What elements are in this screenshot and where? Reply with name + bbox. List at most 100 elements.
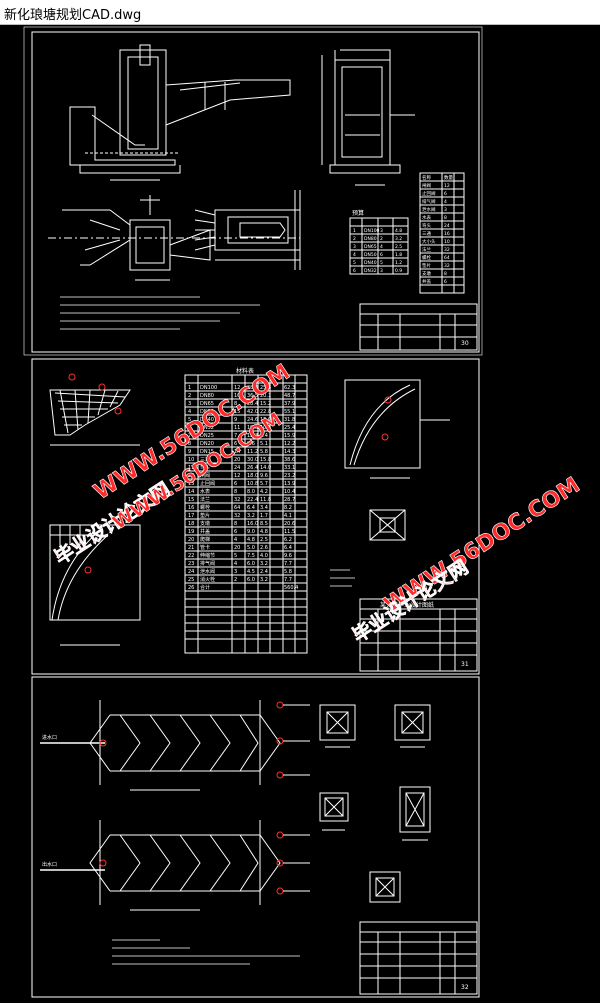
table-cell: 20.6 [284, 521, 295, 527]
table-cell: 5 [188, 417, 191, 423]
table-cell: 16.0 [247, 521, 258, 527]
table-cell: 6.0 [247, 561, 255, 567]
table-cell: 止回阀 [422, 190, 436, 197]
table-cell: 名称 [422, 174, 431, 181]
watermark-cn-2: 毕业设计论文网 [348, 555, 472, 647]
table-cell: 9 [234, 417, 237, 423]
table-cell: 8 [444, 215, 447, 221]
table-cell: 8.0 [247, 489, 255, 495]
table-cell: 3.2 [395, 236, 402, 242]
table-cell: 10 [444, 239, 450, 245]
table-cell: 3.4 [260, 505, 268, 511]
table-cell: 0.9 [395, 268, 402, 274]
table-cell: DN100 [200, 385, 217, 391]
table-cell: 8 [234, 521, 237, 527]
table-cell: 22 [188, 553, 194, 559]
table-cell: 14.0 [260, 465, 271, 471]
table-cell: DN65 [200, 401, 214, 407]
table-cell: 64 [444, 255, 450, 261]
table-cell: 2.4 [260, 569, 268, 575]
table-cell: 10 [188, 457, 194, 463]
table-cell: 法兰 [200, 496, 210, 503]
table-cell: 55.1 [284, 409, 295, 415]
sheet-30-table-1 [349, 217, 409, 275]
table-cell: 7.5 [247, 553, 255, 559]
sheet-30-border [31, 31, 480, 353]
sheet-30-number: 30 [461, 340, 469, 347]
table-cell: 6.4 [260, 433, 268, 439]
window-titlebar: 新化琅塘规划CAD.dwg [0, 0, 600, 25]
sheet-31-table [184, 374, 308, 654]
table-cell: 5.8 [260, 449, 268, 455]
table-cell: 数量 [444, 174, 453, 181]
sheet-31-title-block-heading: 某大学毕业设计图纸 [380, 601, 434, 609]
table-cell: 3.2 [260, 577, 268, 583]
table-cell: 6 [380, 252, 383, 258]
table-cell: DN80 [364, 236, 377, 242]
table-cell: 20.1 [260, 393, 271, 399]
table-cell: 2.5 [395, 244, 402, 250]
table-cell: 14.3 [284, 449, 295, 455]
table-cell: 24 [188, 569, 194, 575]
table-cell: 6 [444, 279, 447, 285]
table-cell: 6 [444, 191, 447, 197]
table-cell: 4.5 [247, 569, 255, 575]
table-cell: 5 [234, 553, 237, 559]
table-cell: 17 [188, 513, 194, 519]
table-cell: 1.2 [395, 260, 402, 266]
table-cell: 9.6 [260, 473, 268, 479]
sheet-31-number: 31 [461, 661, 469, 668]
table-cell: 24 [444, 223, 450, 229]
table-cell: 6.2 [284, 537, 292, 543]
table-cell: 31.8 [284, 417, 295, 423]
table-cell: 2 [380, 236, 383, 242]
table-cell: 19.8 [247, 425, 258, 431]
table-cell: 7 [188, 433, 191, 439]
table-cell: 37.9 [284, 401, 295, 407]
table-cell: 5.8 [284, 569, 292, 575]
table-cell: 1 [188, 385, 191, 391]
table-cell: 4.8 [247, 537, 255, 543]
table-cell: 5 [353, 260, 356, 266]
table-cell: 12 [234, 473, 240, 479]
table-cell: 水表 [200, 488, 210, 495]
table-cell: 11 [188, 465, 194, 471]
table-cell: 28.4 [247, 401, 258, 407]
table-cell: 15 [188, 497, 194, 503]
table-cell: 25.6 [260, 385, 271, 391]
table-cell: 6 [234, 529, 237, 535]
sheet-30-table-2 [419, 172, 465, 294]
sheet-31-notes [330, 569, 355, 587]
table-cell: DN50 [200, 409, 214, 415]
curve-detail-right [344, 379, 450, 479]
watermarks: WWW.56DOC.COM 毕业设计论文网 WWW.56DOC.COM 毕业设计… [50, 359, 585, 647]
table-cell: 3 [444, 207, 447, 213]
table-cell: 垫片 [422, 262, 431, 269]
diagonal-drawing-bottom [40, 820, 310, 911]
table-cell: 23 [188, 561, 194, 567]
table-cell: 11.5 [284, 529, 295, 535]
table-cell: 64 [234, 505, 240, 511]
table-cell: 3 [380, 228, 383, 234]
table-cell: 16 [444, 231, 450, 237]
table-cell: 弯头 [422, 222, 431, 229]
table-cell: 11.8 [260, 497, 271, 503]
table-cell: 18 [188, 521, 194, 527]
table-cell: 12.2 [284, 441, 295, 447]
table-cell: 4.2 [260, 489, 268, 495]
table-cell: 爬梯 [200, 536, 210, 543]
table-cell: 7.7 [284, 561, 292, 567]
table-cell: 井盖 [422, 278, 431, 285]
table-cell: 管卡 [200, 544, 210, 551]
table-cell: 9 [188, 449, 191, 455]
table-cell: DN32 [364, 268, 377, 274]
table-cell: 排气阀 [200, 560, 215, 567]
table-cell: 6 [234, 441, 237, 447]
sheet-30-table1-title: 预算 [352, 209, 364, 217]
table-cell: 泄水阀 [422, 206, 436, 213]
table-cell: 25 [188, 577, 194, 583]
table-cell: 14 [234, 449, 240, 455]
